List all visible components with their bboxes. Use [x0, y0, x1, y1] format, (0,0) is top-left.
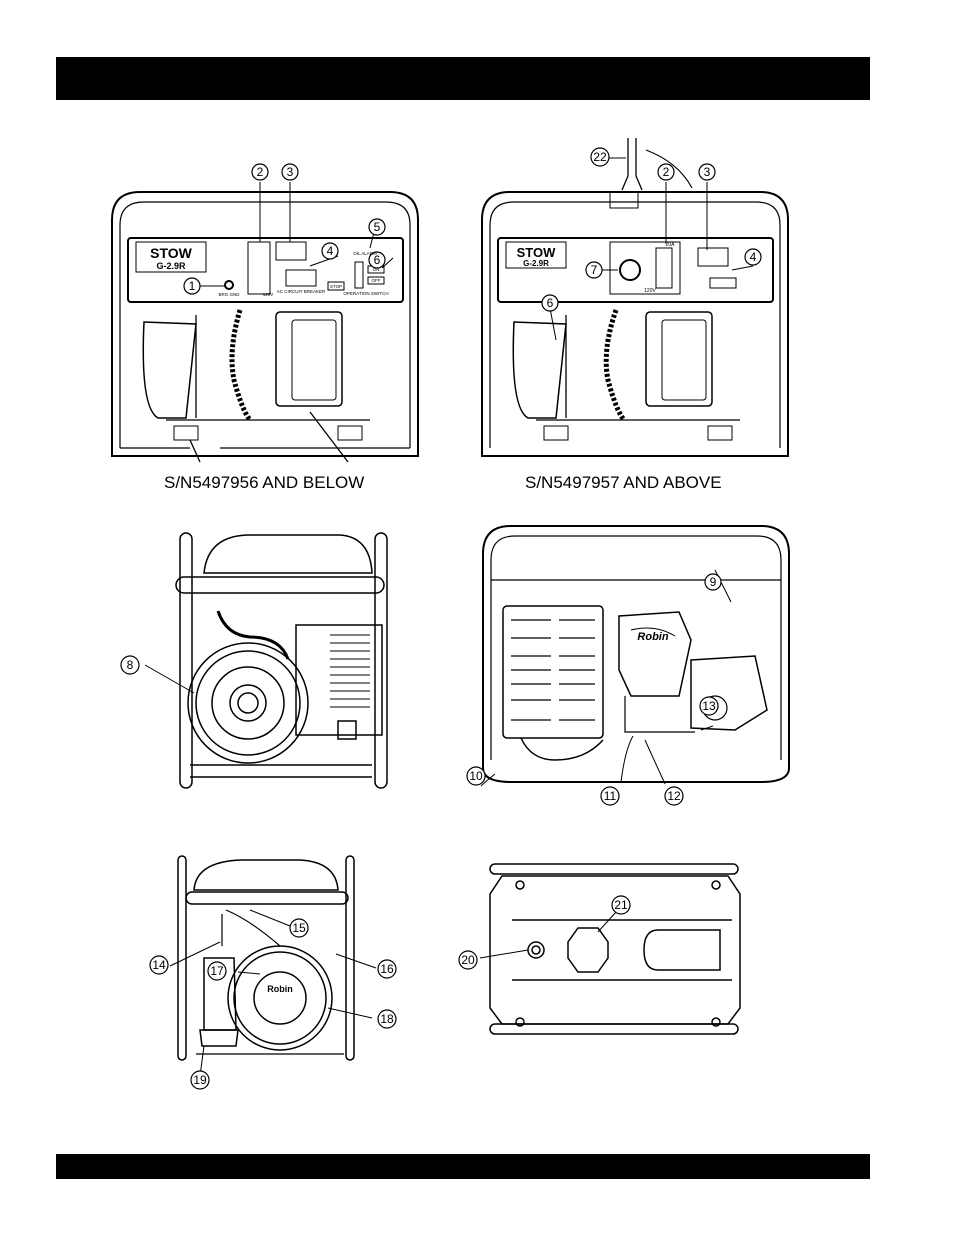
brand-label: STOW — [517, 245, 556, 260]
base-plate-figure: 20 21 — [450, 858, 750, 1048]
callout-1: 1 — [189, 279, 196, 293]
callout-20: 20 — [461, 953, 475, 967]
callout-3: 3 — [287, 165, 294, 179]
recoil-side-figure: Robin 14 15 16 17 18 19 — [140, 850, 410, 1095]
brand-label: STOW — [150, 245, 193, 261]
control-panel-new-figure: 22 2 3 4 7 6 STOW G-2.9R 20A 120V — [470, 130, 800, 470]
voltage-label: 120V — [644, 288, 656, 294]
callout-9: 9 — [710, 575, 717, 589]
engine-brand-label: Robin — [637, 631, 668, 643]
callout-14: 14 — [152, 958, 166, 972]
alternator-side-figure: 8 — [100, 525, 400, 795]
callout-18: 18 — [380, 1012, 394, 1026]
callout-8: 8 — [127, 658, 134, 672]
callout-13: 13 — [702, 699, 716, 713]
breaker-label: AC CIRCUIT BREAKER — [277, 289, 326, 294]
callout-12: 12 — [667, 789, 681, 803]
callout-4: 4 — [327, 244, 334, 258]
footer-bar — [56, 1154, 870, 1179]
stop-label: STOP — [330, 284, 342, 289]
model-label: G-2.9R — [523, 259, 549, 268]
callout-17: 17 — [210, 964, 224, 978]
callout-16: 16 — [380, 962, 394, 976]
brg-gnd-label: BRG GND — [218, 292, 240, 297]
callout-5: 5 — [374, 220, 381, 234]
amperage-label: 20A — [666, 242, 676, 248]
callout-2: 2 — [663, 165, 670, 179]
callout-21: 21 — [614, 898, 628, 912]
engine-side-figure: Robin 9 10 11 12 13 — [455, 520, 800, 815]
callout-2: 2 — [257, 165, 264, 179]
callout-19: 19 — [193, 1073, 207, 1087]
on-label: ON — [373, 267, 380, 272]
caption-old-panel: S/N5497956 AND BELOW — [164, 473, 364, 493]
callout-11: 11 — [604, 789, 617, 803]
off-label: OFF — [372, 278, 381, 283]
operation-switch-label: OPERATION SWITCH — [343, 291, 388, 296]
callout-10: 10 — [469, 769, 483, 783]
oil-alarm-label: OIL ALARM — [353, 251, 377, 256]
recoil-brand-label: Robin — [267, 984, 293, 994]
voltage-label: 120V — [263, 292, 274, 297]
callout-3: 3 — [704, 165, 711, 179]
callout-15: 15 — [292, 921, 306, 935]
caption-new-panel: S/N5497957 AND ABOVE — [525, 473, 722, 493]
model-label: G-2.9R — [156, 261, 186, 271]
callout-22: 22 — [593, 150, 607, 164]
header-bar — [56, 57, 870, 100]
callout-7: 7 — [591, 263, 598, 277]
control-panel-old-figure: 1 2 3 4 5 6 STOW G-2.9R BRG GND 120V AC … — [100, 150, 430, 470]
callout-6: 6 — [547, 296, 554, 310]
callout-4: 4 — [750, 250, 757, 264]
